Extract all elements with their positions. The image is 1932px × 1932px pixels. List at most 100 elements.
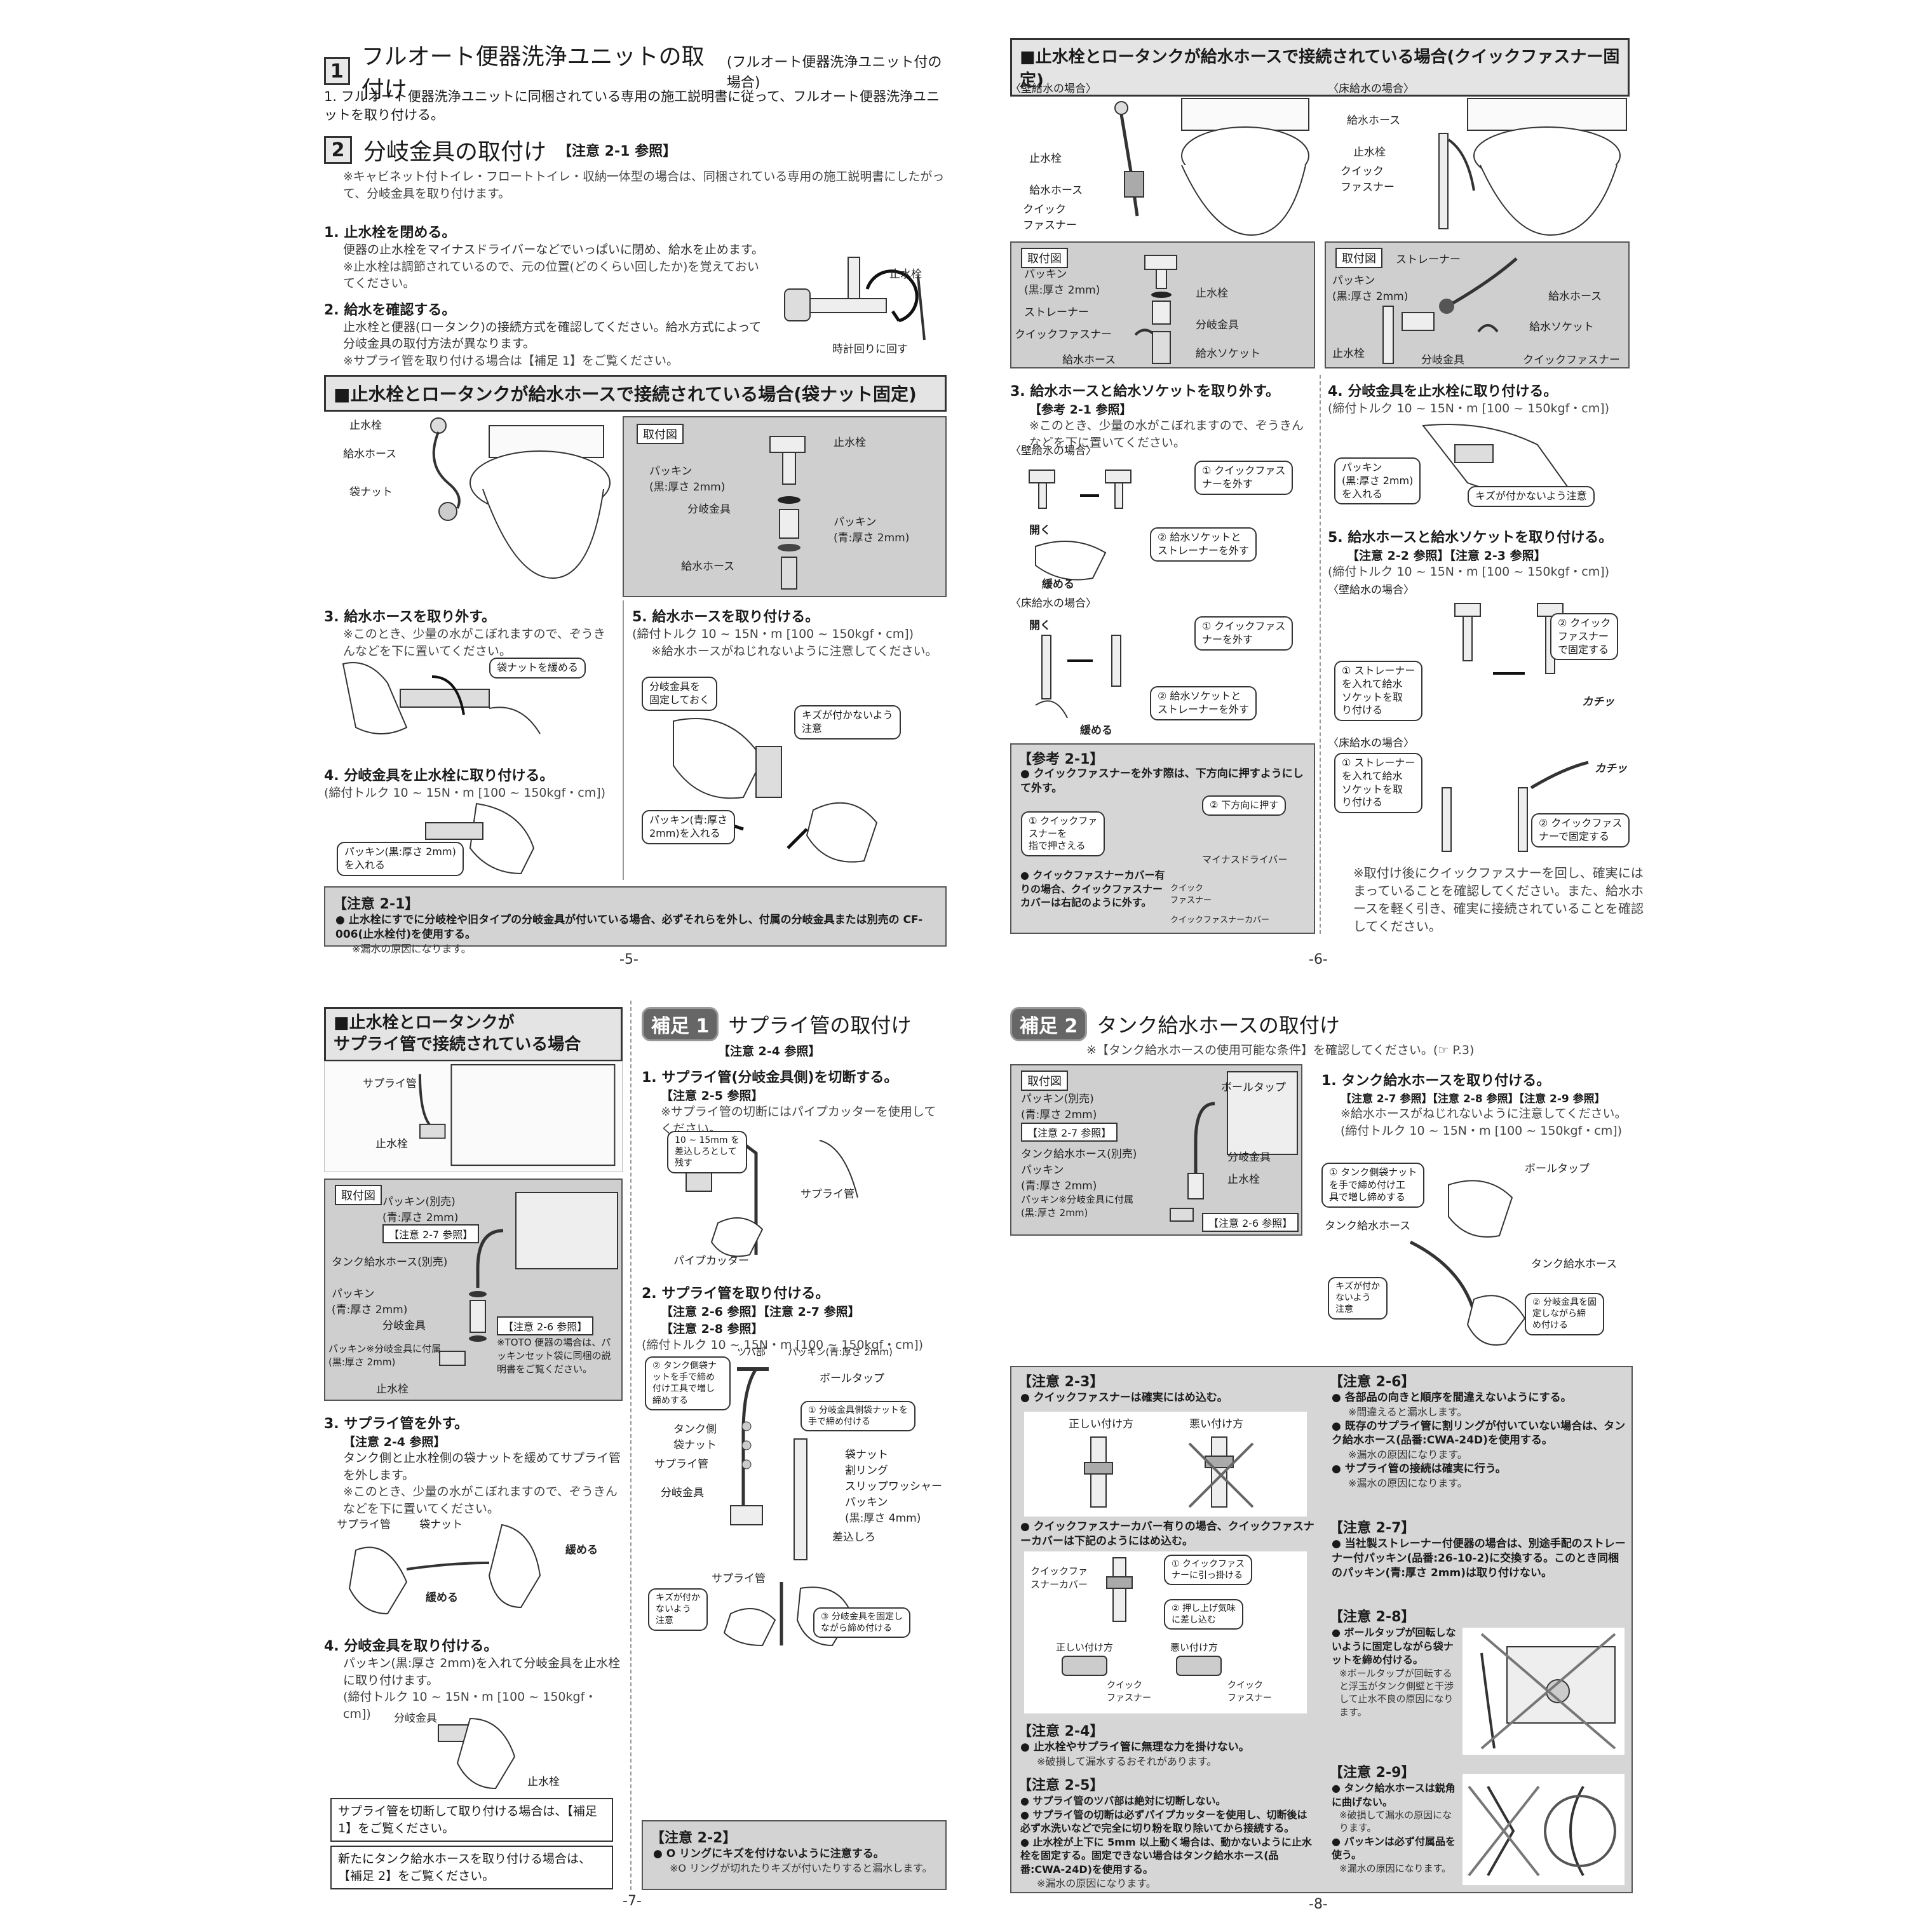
label: サプライ管 (712, 1572, 766, 1585)
section-number: 1 (324, 57, 350, 85)
label: タンク給水ホース(別売) (1021, 1148, 1137, 1161)
section-1-heading: 1 フルオート便器洗浄ユニットの取付け (フルオート便器洗浄ユニット付の場合) (324, 38, 953, 104)
label: パッキン (黒:厚さ 2mm) (649, 465, 726, 494)
step-title: 4. 分岐金具を止水栓に取り付ける。 (324, 768, 554, 784)
balltap-illustration (1463, 1628, 1625, 1755)
step-title: 4. 分岐金具を止水栓に取り付ける。 (1328, 384, 1558, 400)
step-ref: 【注意 2-4 参照】 (343, 1435, 446, 1449)
subheading: 〈床給水の場合〉 (1328, 83, 1414, 95)
label: 給水ホース (343, 448, 397, 461)
hand-drawing (425, 802, 535, 875)
label: 給水ソケット (1529, 321, 1594, 334)
step-body: パッキン(黒:厚さ 2mm)を入れて分岐金具を止水栓に取り付けます。 (343, 1656, 621, 1687)
caution-item: ● 止水栓にすでに分岐栓や旧タイプの分岐金具が付いている場合、必ずそれらを外し、… (335, 914, 923, 941)
valve-drawing (784, 257, 926, 341)
label: パッキン (黒:厚さ 2mm) (1024, 268, 1100, 297)
step-torque: (締付トルク 10 ~ 15N・m [100 ~ 150kgf・cm]) (1328, 402, 1610, 415)
caution-sub: ※破損して漏水するおそれがあります。 (1037, 1755, 1217, 1767)
label: クイック ファスナー (1023, 203, 1077, 232)
step-title: 5. 給水ホースを取り付ける。 (632, 609, 820, 625)
step3-wall-illustration: 開く 緩める ① クイックファス ナーを外す ② 給水ソケットと ストレーナーを… (1010, 457, 1315, 591)
step-title: 2. 給水を確認する。 (324, 302, 456, 318)
label: 止水栓 (1196, 287, 1228, 300)
label: 止水栓 (527, 1776, 560, 1788)
toilet-drawing (1114, 98, 1309, 236)
callout: ② タンク側袋ナットを手で締め付け工具で増し締めする (645, 1356, 731, 1410)
hose-bend-illustration (1463, 1774, 1625, 1885)
mount-drawing (1134, 255, 1177, 364)
hand-drawing (348, 1523, 541, 1615)
parts-drawing (1454, 603, 1564, 675)
label: 止水栓 (375, 1138, 408, 1151)
caution-2-2: 【注意 2-2】 ● O リングにキズを付けないように注意する。 ※O リングが… (642, 1820, 947, 1890)
callout: パッキン (黒:厚さ 2mm) を入れる (1334, 457, 1421, 505)
mount-diagram: 取付図 ボールタップ パッキン(別売) (青:厚さ 2mm) 【注意 2-7 参… (1010, 1064, 1302, 1236)
caution-item: ● O リングにキズを付けないように注意する。 (653, 1848, 884, 1860)
divider (630, 1001, 632, 1890)
supply-illustration: サプライ管 止水栓 (324, 1061, 623, 1172)
label: 正しい付け方 (1056, 1642, 1114, 1653)
label: パッキン (青:厚さ 2mm) (834, 516, 910, 544)
mount-tag: 取付図 (335, 1185, 382, 1205)
label: クイックファスナー (1015, 328, 1112, 341)
step-torque: (締付トルク 10 ~ 15N・m [100 ~ 150kgf・cm]) (343, 1690, 597, 1721)
floor-toilet-illustration: 給水ホース 止水栓 クイック ファスナー (1328, 95, 1633, 238)
caution-2-3: 【注意 2-3】 ● クイックファスナーは確実にはめ込む。 (1018, 1370, 1313, 1405)
label: 給水ホース (681, 560, 735, 573)
label: 止水栓 (1029, 152, 1062, 165)
label: クイック ファスナー (1107, 1680, 1151, 1703)
hosoku-badge: 補足 2 (1010, 1007, 1088, 1041)
qf-compare-box: 正しい付け方 悪い付け方 (1024, 1412, 1307, 1517)
parts-drawing (1029, 469, 1132, 581)
page-7: ■止水栓とロータンクが サプライ管で接続されている場合 サプライ管 止水栓 取付… (318, 1001, 953, 1909)
caution-item: ● 既存のサプライ管に割リングが付いていない場合は、タンク給水ホース(品番:CW… (1332, 1419, 1626, 1447)
label: 分岐金具 (1196, 319, 1239, 332)
callout: キズが付か ないよう 注意 (1328, 1277, 1388, 1320)
step5-block: 5. 給水ホースを取り付ける。 (締付トルク 10 ~ 15N・m [100 ~… (632, 600, 947, 659)
caution-title: 【注意 2-8】 (1329, 1609, 1415, 1625)
qf-cover-drawing (1062, 1557, 1222, 1676)
step-torque: (締付トルク 10 ~ 15N・m [100 ~ 150kgf・cm]) (632, 627, 914, 641)
step3-block: 3. 給水ホースと給水ソケットを取り外す。 【参考 2-1 参照】 ※このとき、… (1010, 375, 1315, 451)
subheading: 〈壁給水の場合〉 (1010, 445, 1097, 457)
caution-sub: ※漏水の原因になります。 (1348, 1449, 1468, 1461)
callout: キズが付かないよう 注意 (794, 705, 901, 740)
note-box-supply: サプライ管を切断して取り付ける場合は、【補足 1】をご覧ください。 (330, 1798, 613, 1842)
label: 分岐金具 (382, 1320, 426, 1332)
p8-step1-illustration: ① タンク側袋ナット を手で締め付け工 具で増し締めする ボールタップ タンク給… (1321, 1159, 1633, 1356)
step1-block: 1. 止水栓を閉める。 便器の止水栓をマイナスドライバーなどでいっぱいに閉め、給… (324, 216, 769, 370)
callout: パッキン(青:厚さ 2mm)を入れる (642, 810, 736, 844)
step-title: 1. サプライ管(分岐金具側)を切断する。 (642, 1070, 898, 1086)
qf-cover-box: クイックファ スナーカバー ① クイックファス ナーに引っ掛ける ② 押し上げ気… (1024, 1551, 1307, 1713)
step-ref: 【注意 2-8 参照】 (661, 1322, 764, 1336)
label: 止水栓 (376, 1383, 409, 1396)
mount-tag: 取付図 (1335, 248, 1382, 268)
mount-tag: 取付図 (637, 424, 684, 444)
mount-tag: 取付図 (1021, 248, 1068, 268)
label: サプライ管 (337, 1518, 391, 1531)
callout: ② クイックファス ナーで固定する (1531, 813, 1630, 848)
step-note: ※このとき、少量の水がこぼれますので、ぞうきんなどを下に置いてください。 (343, 627, 605, 658)
label: ボールタップ (1525, 1163, 1590, 1175)
label: 袋ナット (419, 1518, 463, 1531)
callout: 分岐金具を 固定しておく (642, 677, 718, 711)
p8-step1-block: 1. タンク給水ホースを取り付ける。 【注意 2-7 参照】【注意 2-8 参照… (1321, 1064, 1633, 1139)
callout: ① ストレーナー を入れて給水 ソケットを取 り付ける (1334, 661, 1423, 722)
callout: キズが付か ないよう 注意 (648, 1588, 708, 1631)
label: サプライ管 (363, 1077, 417, 1090)
step5-illustration: 分岐金具を 固定しておく キズが付かないよう 注意 パッキン(青:厚さ 2mm)… (635, 670, 947, 880)
label: パッキン (黒:厚さ 2mm) (1332, 274, 1408, 303)
label: 割リング (845, 1464, 888, 1477)
step-title: 1. タンク給水ホースを取り付ける。 (1321, 1073, 1551, 1089)
callout: 10 ~ 15mm を 差込しろとして 残す (667, 1131, 747, 1173)
caution-title: 【注意 2-3】 (1018, 1374, 1104, 1390)
page-number: -6- (1309, 952, 1328, 968)
caution-item: ● 当社製ストレーナー付便器の場合は、別途手配のストレーナー付パッキン(品番:2… (1332, 1537, 1626, 1579)
section-title: フルオート便器洗浄ユニットの取付け (361, 44, 705, 103)
label: 正しい付け方 (1069, 1418, 1133, 1431)
step-torque: (締付トルク 10 ~ 15N・m [100 ~ 150kgf・cm]) (1328, 565, 1610, 579)
label: 差込しろ (832, 1531, 875, 1544)
caution-2-7: 【注意 2-7】 ● 当社製ストレーナー付便器の場合は、別途手配のストレーナー付… (1329, 1517, 1628, 1581)
callout: ① クイックファス ナーを外す (1194, 616, 1294, 651)
step-body: 止水栓と便器(ロータンク)の接続方式を確認してください。給水方式によって分岐金具… (343, 320, 762, 351)
